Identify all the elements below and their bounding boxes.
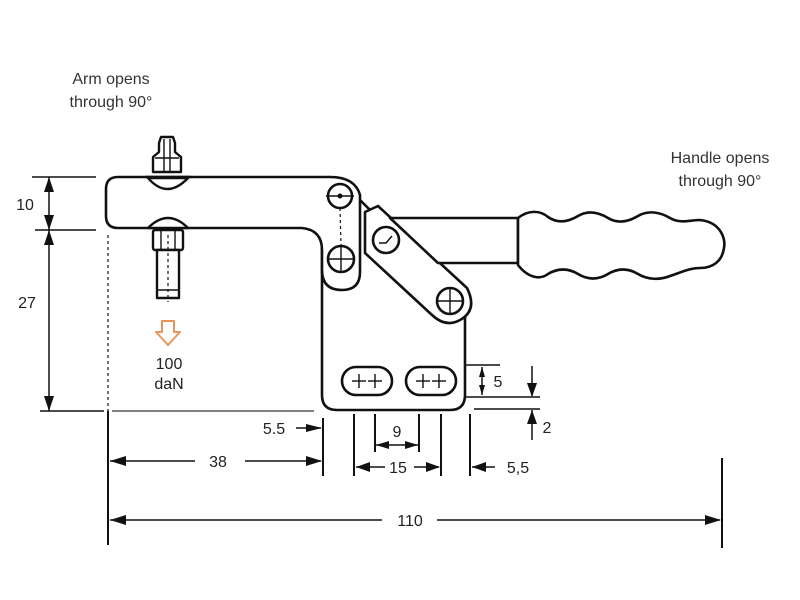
dim-base-edge-offset-label: 5,5 [507,460,529,477]
force-indicator: 100 daN [154,320,184,393]
mounting-slot-right [404,365,458,397]
clamp-arm [104,175,362,292]
force-unit: daN [154,376,183,393]
dimension-slot-height: 5 [466,364,540,398]
dimension-overall-length: 110 [110,513,721,530]
spindle-bottom-washer [146,216,190,230]
dim-arm-reach-label: 38 [209,454,227,471]
pin-centerline [339,207,342,247]
pivot-pin-top [326,182,354,210]
dim-spindle-height-label: 27 [18,295,36,312]
dimension-base-thickness: 2 [474,366,552,440]
dim-slot-span-label: 15 [389,460,407,477]
pivot-pin-handle [435,286,465,316]
handle-note-line-1: Handle opens [671,150,770,167]
mounting-slot-left [340,365,394,397]
handle-note-line-2: through 90° [679,173,762,190]
dimension-arm-thickness: 10 [16,176,96,231]
arm-note-line-1: Arm opens [72,71,149,88]
clamp-spindle [144,135,192,302]
dim-arm-thickness-label: 10 [16,197,34,214]
dim-spindle-offset-label: 5.5 [263,421,285,438]
spindle-cap-nut [151,135,183,174]
handle-grip [516,210,726,281]
dim-overall-length-label: 110 [397,513,423,530]
arm-opens-note: Arm opens through 90° [70,71,153,111]
dimension-base-edge-offset: 5,5 [472,460,529,477]
dim-slot-pitch-label: 9 [393,424,402,441]
arm-note-line-2: through 90° [70,94,153,111]
pivot-pin-lower [326,244,356,274]
clamp-body [104,175,726,412]
dimension-spindle-height: 27 [18,230,104,412]
pivot-pin-link [371,225,401,255]
dimension-spindle-offset: 5.5 [263,421,322,438]
dimension-slot-span: 15 [353,414,442,477]
dimension-slot-pitch: 9 [374,414,420,452]
dimension-arm-reach: 38 [110,454,322,471]
handle-opens-note: Handle opens through 90° [671,150,770,190]
force-arrow-icon [155,320,181,346]
force-value: 100 [156,356,183,373]
dim-slot-height-label: 5 [494,374,503,391]
dim-base-thickness-label: 2 [543,420,552,437]
